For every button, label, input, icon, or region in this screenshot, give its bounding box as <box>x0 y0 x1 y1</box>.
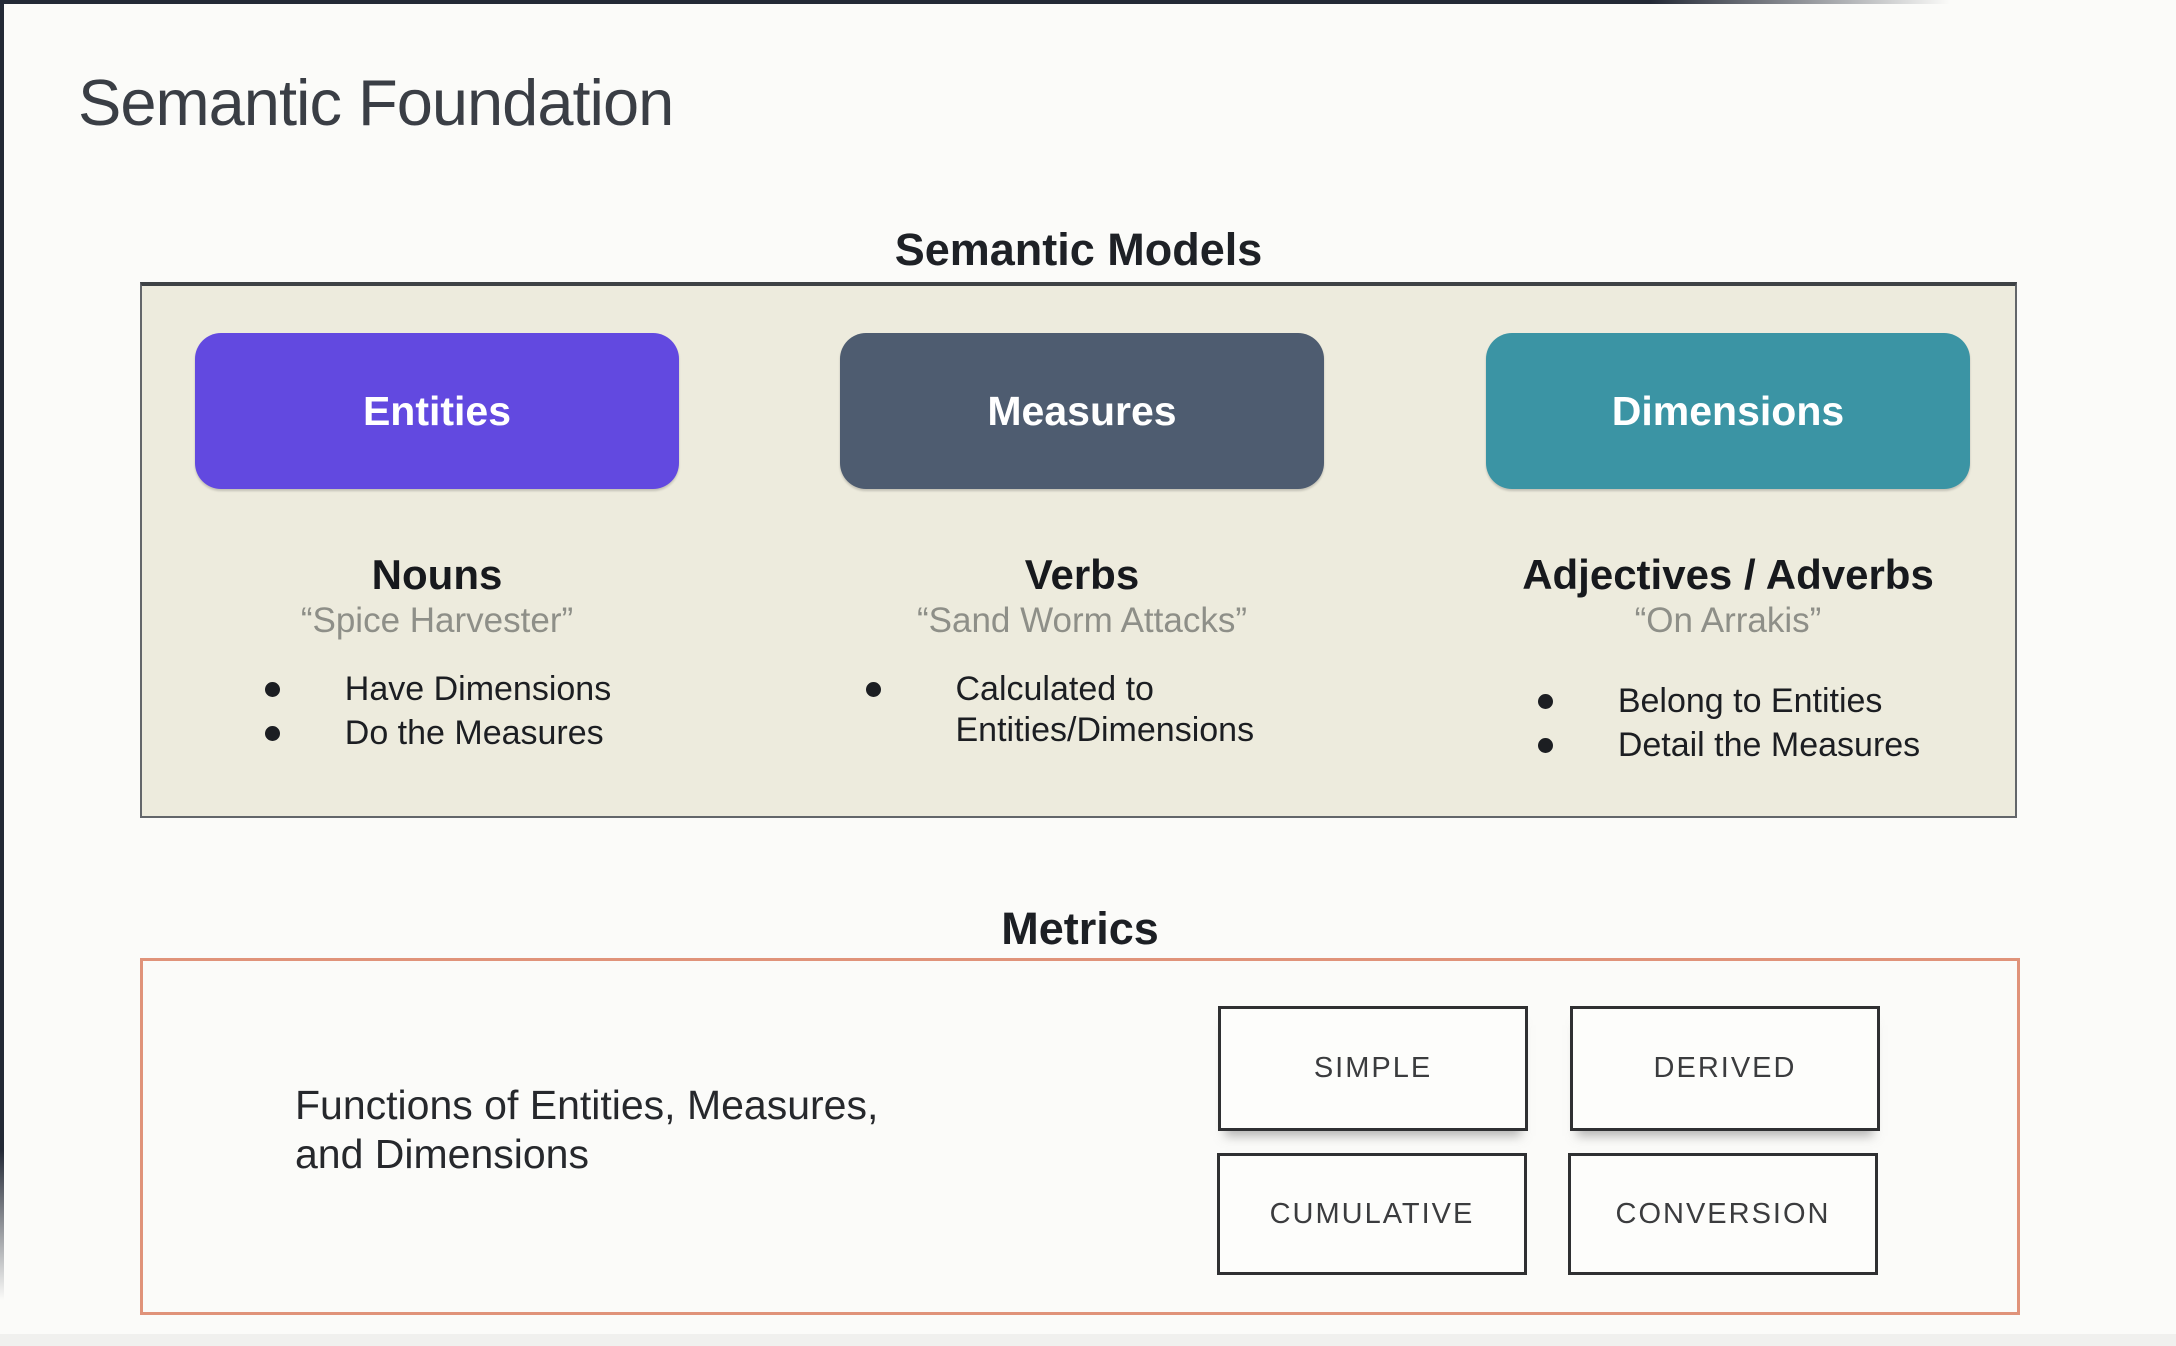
page-title: Semantic Foundation <box>78 66 674 139</box>
list-item: Detail the Measures <box>1536 725 1920 766</box>
entities-quote: “Spice Harvester” <box>300 601 574 640</box>
metrics-panel: Functions of Entities, Measures, and Dim… <box>140 958 2020 1315</box>
list-item: Calculated to Entities/Dimensions <box>864 669 1301 751</box>
bullet-icon <box>264 682 280 697</box>
bullet-label: Do the Measures <box>344 714 604 752</box>
dimensions-column: Dimensions Adjectives / Adverbs “On Arra… <box>1480 286 1976 816</box>
semantic-models-panel: Entities Nouns “Spice Harvester” Have Di… <box>140 282 2017 818</box>
bullet-label: Have Dimensions <box>344 670 612 708</box>
metrics-description: Functions of Entities, Measures, and Dim… <box>295 1081 878 1179</box>
measures-pill: Measures <box>840 333 1324 489</box>
metrics-heading: Metrics <box>1001 903 1159 954</box>
entities-column: Entities Nouns “Spice Harvester” Have Di… <box>192 286 682 816</box>
entities-bullet-list: Have Dimensions Do the Measures <box>263 669 611 757</box>
dimensions-bullet-list: Belong to Entities Detail the Measures <box>1536 681 1920 769</box>
dimensions-quote: “On Arrakis” <box>1634 601 1822 640</box>
entities-pill: Entities <box>195 333 679 489</box>
list-item: Do the Measures <box>263 713 611 754</box>
metrics-description-line2: and Dimensions <box>295 1131 589 1177</box>
bullet-icon <box>1537 694 1553 709</box>
metric-type-conversion-box: CONVERSION <box>1568 1153 1878 1275</box>
measures-bullet-list: Calculated to Entities/Dimensions <box>864 669 1301 754</box>
measures-quote: “Sand Worm Attacks” <box>916 601 1247 640</box>
metric-type-simple-box: SIMPLE <box>1218 1006 1528 1131</box>
bullet-icon <box>1537 738 1553 753</box>
bullet-label: Calculated to Entities/Dimensions <box>955 670 1255 749</box>
semantic-models-heading: Semantic Models <box>894 224 1263 275</box>
list-item: Have Dimensions <box>263 669 611 710</box>
entities-label: Nouns <box>371 551 503 598</box>
list-item: Belong to Entities <box>1536 681 1920 722</box>
measures-label: Verbs <box>1024 551 1140 598</box>
measures-column: Measures Verbs “Sand Worm Attacks” Calcu… <box>837 286 1327 816</box>
window-left-border <box>0 0 4 1346</box>
bullet-icon <box>264 726 280 741</box>
bullet-label: Belong to Entities <box>1617 682 1883 720</box>
metrics-description-line1: Functions of Entities, Measures, <box>295 1082 879 1128</box>
dimensions-pill: Dimensions <box>1486 333 1970 489</box>
metric-type-derived-box: DERIVED <box>1570 1006 1880 1131</box>
bottom-edge-strip <box>0 1334 2176 1346</box>
dimensions-label: Adjectives / Adverbs <box>1522 551 1934 598</box>
bullet-label: Detail the Measures <box>1617 726 1921 764</box>
window-top-border <box>0 0 2176 4</box>
bullet-icon <box>865 682 881 697</box>
metric-type-cumulative-box: CUMULATIVE <box>1217 1153 1527 1275</box>
